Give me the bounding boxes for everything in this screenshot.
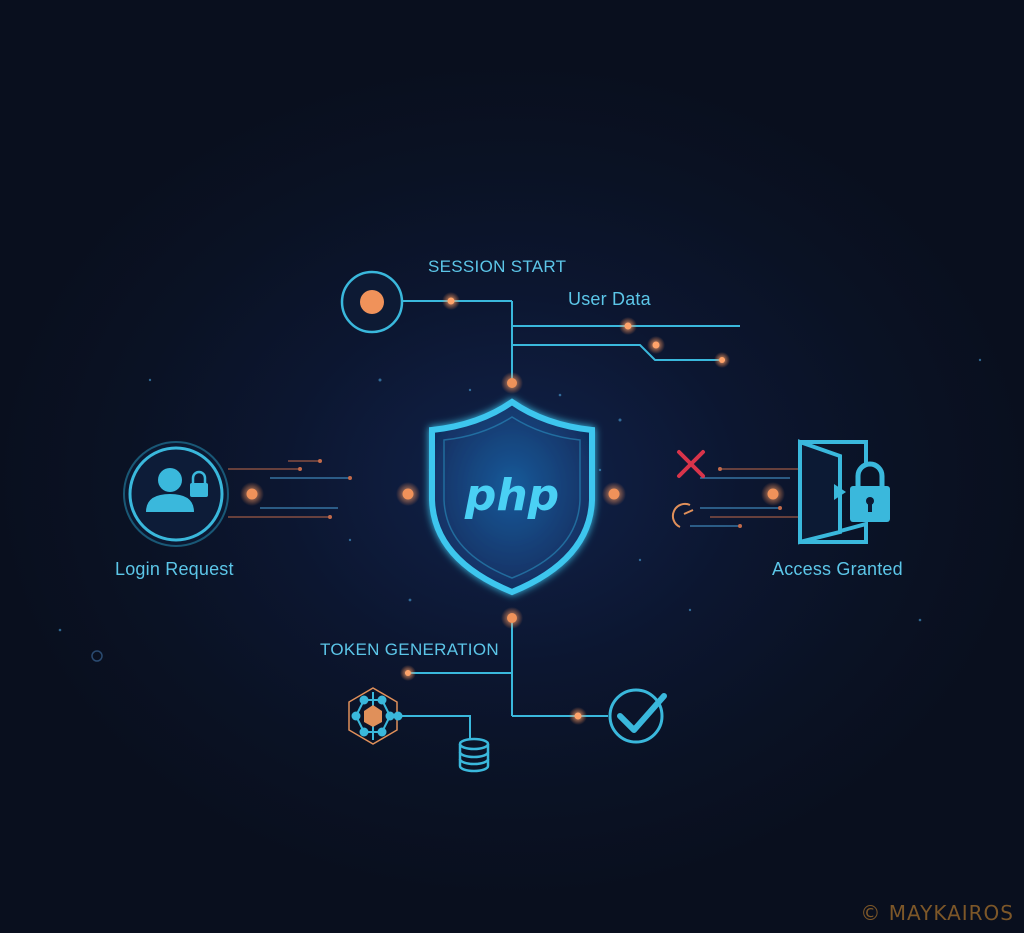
token-generation-label: TOKEN GENERATION (320, 640, 499, 659)
session-start-node-icon (340, 270, 404, 334)
orange-nodes (240, 292, 785, 725)
data-traces (228, 460, 800, 527)
watermark: © MAYKAIROS (860, 901, 1014, 925)
access-granted-label: Access Granted (772, 559, 903, 579)
connection-lines (252, 300, 773, 740)
php-logo-text: php (464, 470, 559, 521)
hex-network-icon (348, 687, 403, 745)
user-lock-icon (123, 441, 229, 547)
decorative-ring (91, 650, 103, 662)
session-start-label: SESSION START (428, 257, 567, 276)
user-data-label: User Data (568, 289, 651, 309)
trace-dots (298, 459, 782, 528)
door-lock-icon (798, 439, 890, 545)
login-request-label: Login Request (115, 559, 234, 579)
broken-link-icon (671, 502, 694, 528)
database-icon (458, 737, 490, 773)
checkmark-icon (608, 688, 667, 744)
access-denied-x-icon (677, 450, 705, 478)
php-shield-icon: php (429, 398, 595, 596)
